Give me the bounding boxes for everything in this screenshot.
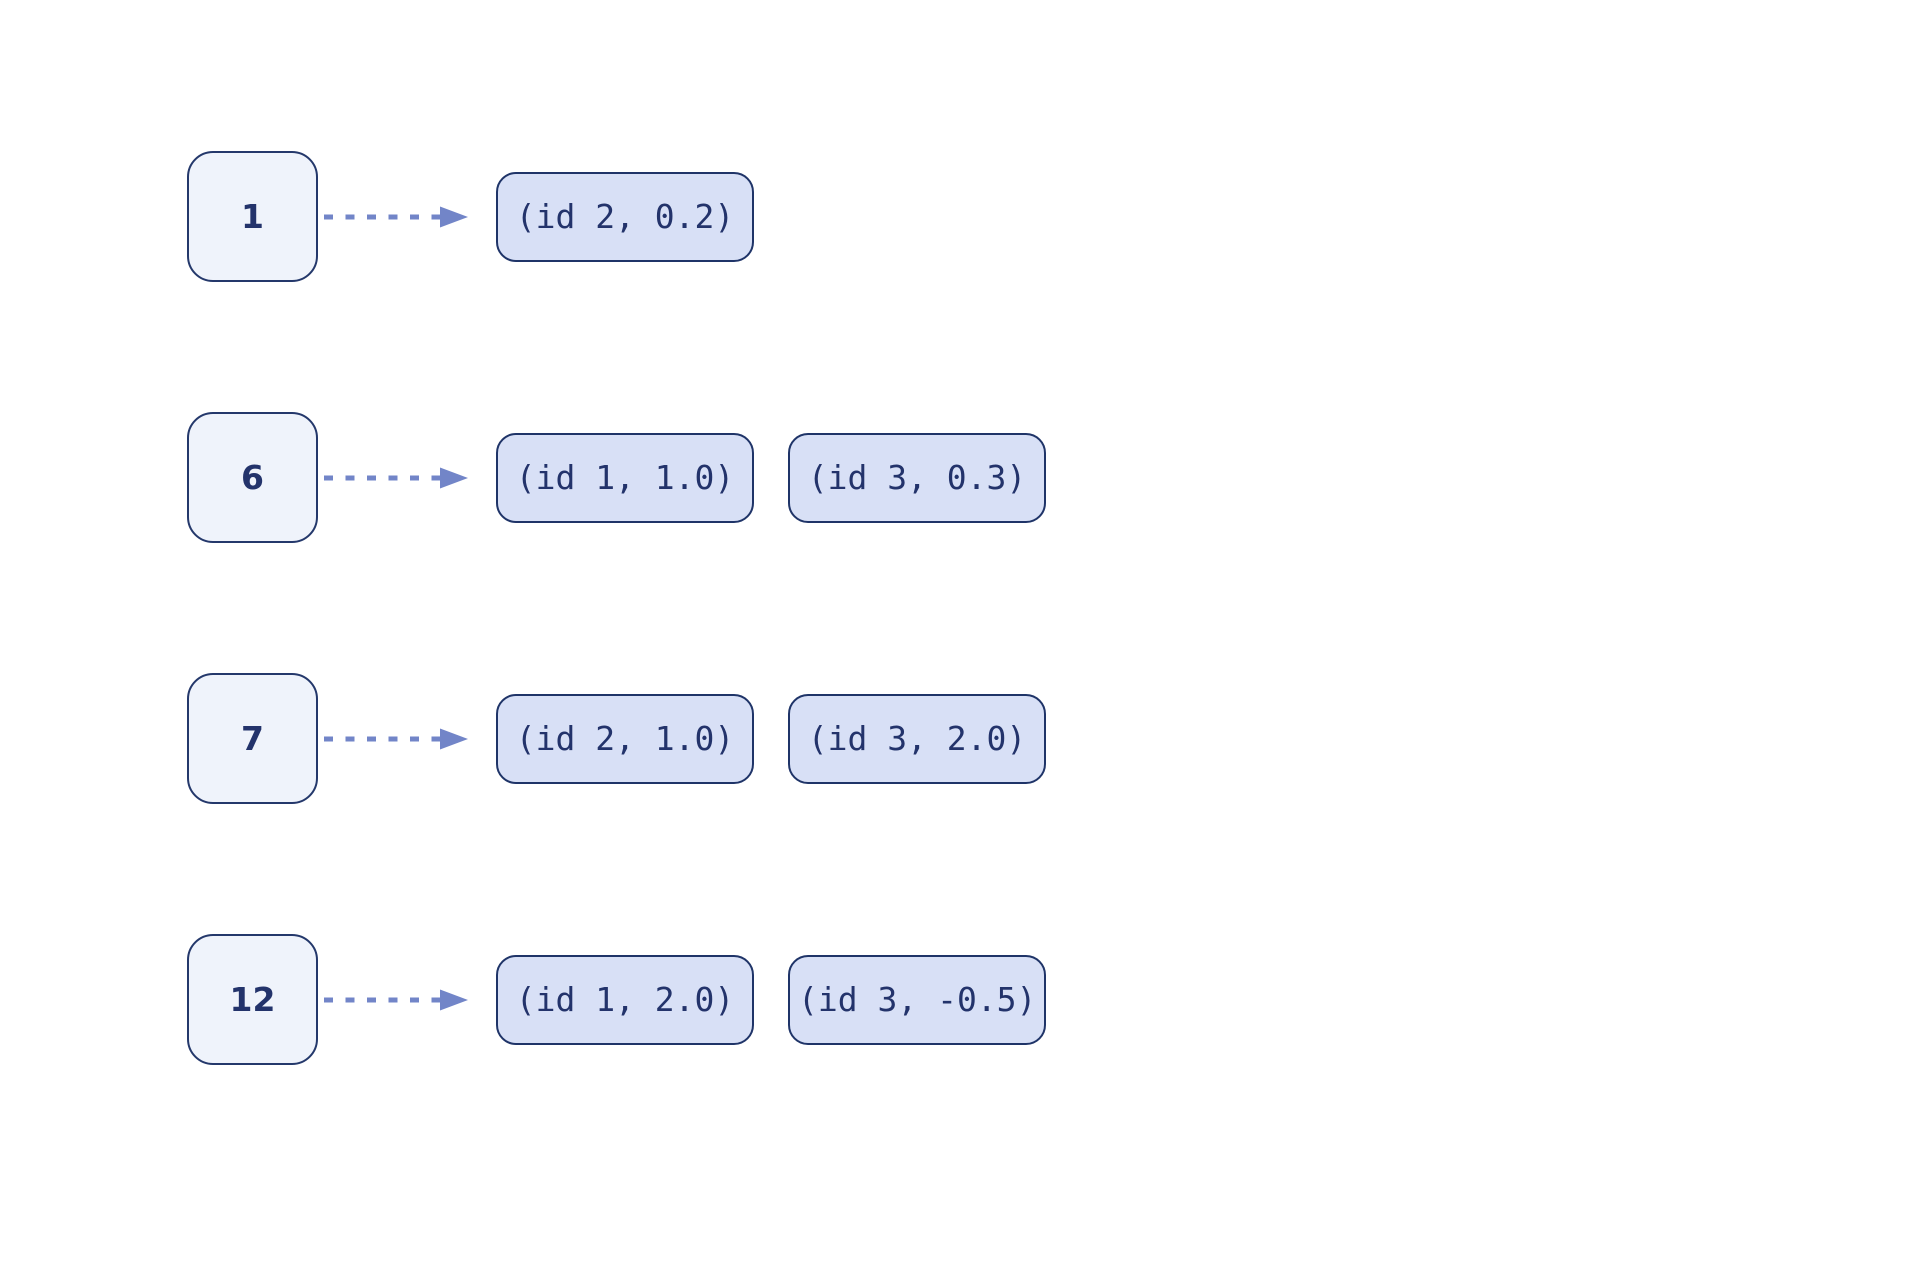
key-node-label: 1 [241, 197, 264, 236]
adjacency-entry: (id 1, 1.0) [496, 432, 754, 523]
adjacency-entry: (id 1, 2.0) [496, 954, 754, 1045]
dashed-right-arrow-icon [322, 458, 478, 498]
key-node: 7 [187, 673, 318, 804]
key-node-label: 7 [241, 719, 264, 758]
key-node: 6 [187, 412, 318, 543]
adjacency-row: 1 (id 2, 0.2) [187, 151, 1920, 282]
adjacency-row: 12 (id 1, 2.0) (id 3, -0.5) [187, 934, 1920, 1065]
entry-list: (id 1, 1.0) (id 3, 0.3) [496, 432, 1046, 523]
dashed-right-arrow-icon [322, 719, 478, 759]
adjacency-entry: (id 2, 0.2) [496, 171, 754, 262]
adjacency-entry: (id 3, 0.3) [788, 432, 1046, 523]
key-node: 1 [187, 151, 318, 282]
adjacency-row: 7 (id 2, 1.0) (id 3, 2.0) [187, 673, 1920, 804]
adjacency-entry: (id 3, -0.5) [788, 954, 1047, 1045]
entry-list: (id 1, 2.0) (id 3, -0.5) [496, 954, 1047, 1045]
adjacency-entry: (id 3, 2.0) [788, 693, 1046, 784]
key-node-label: 6 [241, 458, 264, 497]
entry-list: (id 2, 1.0) (id 3, 2.0) [496, 693, 1046, 784]
adjacency-row: 6 (id 1, 1.0) (id 3, 0.3) [187, 412, 1920, 543]
entry-list: (id 2, 0.2) [496, 171, 754, 262]
key-node-label: 12 [229, 980, 276, 1019]
adjacency-entry: (id 2, 1.0) [496, 693, 754, 784]
dashed-right-arrow-icon [322, 197, 478, 237]
key-node: 12 [187, 934, 318, 1065]
dashed-right-arrow-icon [322, 980, 478, 1020]
